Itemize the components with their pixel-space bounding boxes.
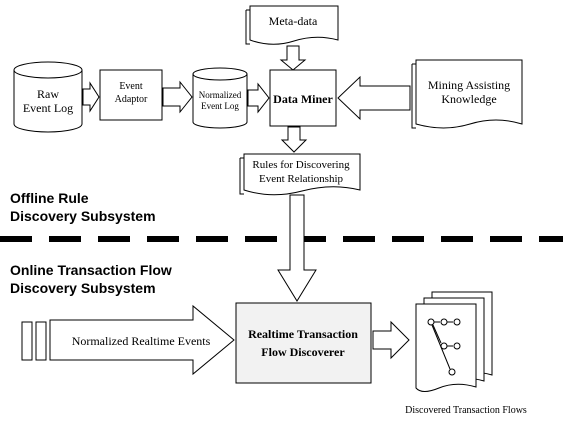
online-section-title-line1: Online Transaction Flow [10, 262, 172, 278]
rules-document: Rules for Discovering Event Relationship [239, 153, 361, 196]
data-miner-label: Data Miner [273, 92, 333, 106]
normalized-realtime-events-arrow: Normalized Realtime Events [49, 304, 235, 376]
normalized-realtime-events-label: Normalized Realtime Events [72, 334, 211, 348]
realtime-discoverer-line1: Realtime Transaction [248, 327, 358, 341]
rules-line1: Rules for Discovering [252, 159, 350, 171]
realtime-event-stream-bars [21, 321, 47, 361]
event-adaptor-box: Event Adaptor [99, 69, 163, 121]
discovered-flows-label: Discovered Transaction Flows [405, 405, 527, 416]
normalized-event-log-line2: Event Log [201, 101, 239, 111]
offline-section-title-line2: Discovery Subsystem [10, 208, 156, 224]
event-adaptor-line2: Adaptor [115, 94, 148, 105]
meta-data-label: Meta-data [269, 14, 318, 28]
offline-section-title-line1: Offline Rule [10, 190, 89, 206]
mining-knowledge-document: Mining Assisting Knowledge [411, 59, 523, 129]
online-section-title-line2: Discovery Subsystem [10, 280, 156, 296]
data-miner-box: Data Miner [269, 69, 337, 127]
realtime-discoverer-line2: Flow Discoverer [261, 345, 345, 359]
raw-event-log-cylinder: Raw Event Log [13, 61, 83, 133]
flow-graph-icon [427, 318, 461, 376]
arrow-knowledge-to-miner [337, 75, 411, 121]
arrow-normalized-to-miner [247, 82, 270, 114]
arrow-rules-to-discoverer [277, 194, 317, 302]
arrow-adaptor-to-normalized [162, 80, 193, 114]
normalized-event-log-cylinder: Normalized Event Log [192, 67, 248, 129]
event-adaptor-line1: Event [119, 81, 143, 92]
normalized-event-log-line1: Normalized [199, 90, 242, 100]
rules-line2: Event Relationship [259, 173, 344, 185]
discovered-flows-documents [415, 291, 493, 392]
meta-data-document: Meta-data [245, 5, 339, 45]
mining-knowledge-line1: Mining Assisting [428, 78, 510, 92]
arrow-raw-to-adaptor [82, 81, 100, 113]
realtime-discoverer-box: Realtime Transaction Flow Discoverer [235, 302, 372, 384]
arrow-meta-to-miner [279, 45, 307, 71]
mining-knowledge-line2: Knowledge [441, 92, 496, 106]
raw-event-log-line2: Event Log [23, 101, 73, 115]
raw-event-log-line1: Raw [37, 87, 59, 101]
arrow-miner-to-rules [280, 126, 308, 153]
arrow-discoverer-to-flows [372, 320, 410, 360]
